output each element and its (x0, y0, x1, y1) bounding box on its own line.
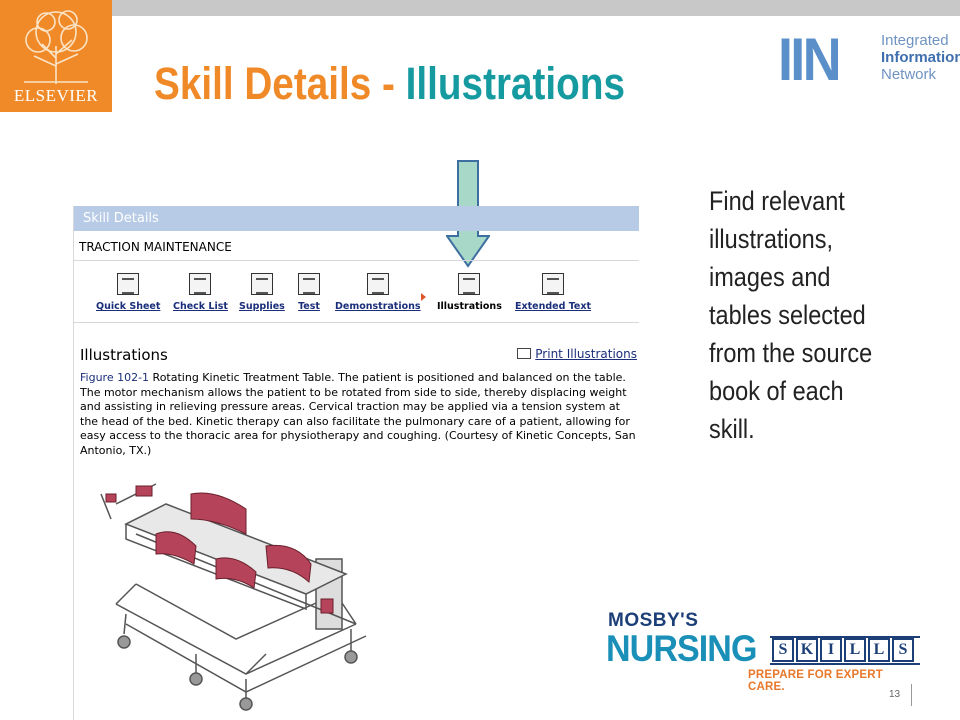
skills-letter: S (892, 638, 914, 662)
tab-label: Extended Text (515, 301, 592, 312)
skills-letters: S K I L L S (772, 638, 914, 662)
tab-label: Check List (173, 301, 228, 312)
figure-caption: Figure 102-1 Rotating Kinetic Treatment … (80, 371, 636, 458)
skills-letter: L (868, 638, 890, 662)
page-title: Skill Details - Illustrations (154, 58, 625, 110)
iin-wordmark: Integrated Information Network (881, 32, 960, 83)
tab-label: Illustrations (437, 301, 502, 312)
skills-letter: I (820, 638, 842, 662)
illustrations-icon (458, 273, 481, 295)
tab-illustrations[interactable]: Illustrations (421, 273, 502, 312)
active-tab-marker-icon (421, 293, 426, 301)
skills-letter: K (796, 638, 818, 662)
skill-toolbar: Quick Sheet Check List Supplies Test Dem… (74, 261, 639, 323)
skills-letter: L (844, 638, 866, 662)
skill-name: TRACTION MAINTENANCE (74, 231, 639, 261)
demonstrations-icon (366, 273, 389, 295)
test-icon (298, 273, 320, 295)
skill-details-panel: Skill Details TRACTION MAINTENANCE Quick… (73, 206, 639, 720)
title-suffix: Illustrations (405, 58, 625, 109)
skills-letter: S (772, 638, 794, 662)
tab-supplies[interactable]: Supplies (239, 273, 285, 312)
figure-label: Figure 102-1 (80, 371, 150, 384)
panel-header: Skill Details (74, 206, 639, 231)
iin-line-2: Information (881, 49, 960, 66)
supplies-icon (250, 273, 273, 295)
mosby-nursing-word: NURSING (606, 628, 757, 669)
printer-icon (517, 348, 532, 359)
kinetic-table-illustration (100, 483, 367, 711)
tree-icon (24, 10, 88, 84)
page-number-divider (911, 684, 912, 706)
title-prefix: Skill Details - (154, 58, 406, 109)
caption-text: Rotating Kinetic Treatment Table. The pa… (80, 371, 636, 457)
tab-demonstrations[interactable]: Demonstrations (335, 273, 421, 312)
tab-label: Supplies (239, 301, 285, 312)
check-list-icon (189, 273, 212, 295)
extended-text-icon (542, 273, 565, 295)
print-illustrations-link[interactable]: Print Illustrations (517, 347, 637, 361)
section-title: Illustrations (80, 346, 168, 364)
elsevier-wordmark: ELSEVIER (13, 86, 99, 105)
mosby-brand: MOSBY'S (608, 610, 699, 631)
mosby-nursing-skills-logo: MOSBY'S NURSING S K I L L S PREPARE FOR … (606, 610, 922, 693)
print-label: Print Illustrations (535, 347, 637, 361)
feature-description: Find relevant illustrations, images and … (709, 186, 873, 444)
tab-test[interactable]: Test (298, 273, 320, 312)
iin-logo: IIN Integrated Information Network (778, 30, 960, 94)
tab-label: Test (298, 301, 320, 312)
page-number: 13 (889, 689, 901, 700)
tab-check-list[interactable]: Check List (173, 273, 228, 312)
top-bar (112, 0, 960, 16)
iin-line-1: Integrated (881, 32, 949, 49)
tab-label: Quick Sheet (96, 301, 161, 312)
tab-quick-sheet[interactable]: Quick Sheet (96, 273, 160, 312)
iin-line-3: Network (881, 66, 937, 83)
tab-label: Demonstrations (335, 301, 421, 312)
tab-extended-text[interactable]: Extended Text (515, 273, 591, 312)
iin-letters: IIN (778, 26, 842, 93)
quick-sheet-icon (117, 273, 140, 295)
mosby-tagline: PREPARE FOR EXPERT CARE. (748, 669, 884, 693)
elsevier-logo: ELSEVIER (0, 0, 112, 112)
